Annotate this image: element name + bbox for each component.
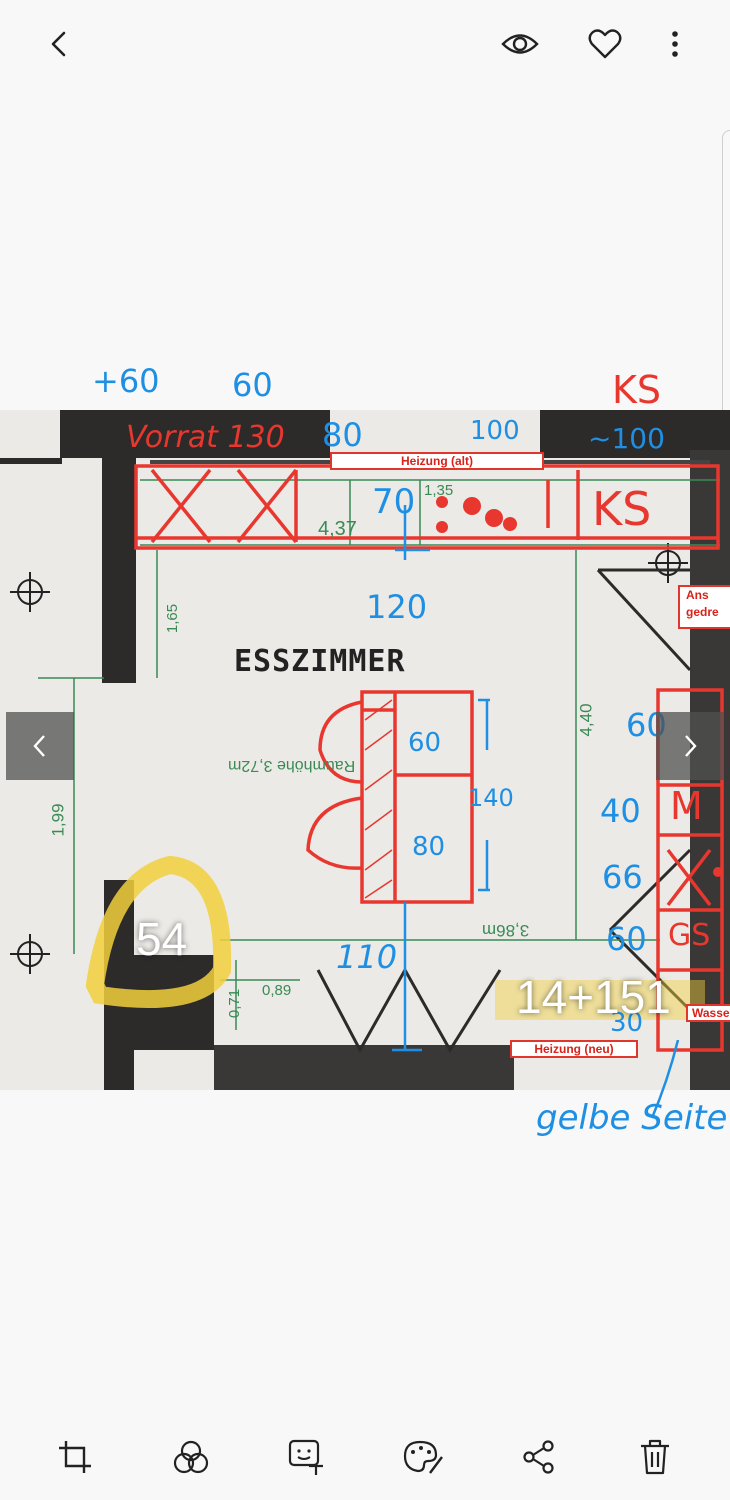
draw-button[interactable] <box>395 1429 451 1485</box>
chevron-right-icon <box>685 735 697 757</box>
annotation-ks-top: KS <box>612 368 662 412</box>
favorite-button[interactable] <box>581 20 629 68</box>
more-options-button[interactable] <box>651 20 699 68</box>
annotation-plus60: +60 <box>92 362 160 400</box>
next-image-button[interactable] <box>656 712 724 780</box>
label-heating-new: Heizung (neu) <box>510 1040 638 1058</box>
dim-135: 1,35 <box>424 482 454 499</box>
annotation-120: 120 <box>366 588 428 626</box>
trash-icon <box>641 1439 669 1475</box>
delete-button[interactable] <box>627 1429 683 1485</box>
annotation-r40: 40 <box>600 792 641 830</box>
palette-icon <box>403 1440 443 1474</box>
annotation-signature: gelbe Seite <box>536 1098 728 1138</box>
back-icon <box>51 31 66 57</box>
annotation-vorrat: Vorrat 130 <box>126 420 285 455</box>
label-side-line2: gedre <box>686 605 719 619</box>
dim-ceiling: Raumhöhe 3,72m <box>228 757 356 774</box>
annotation-140: 140 <box>468 784 514 812</box>
annotation-70: 70 <box>372 482 416 522</box>
annotation-island-60: 60 <box>408 728 442 758</box>
count-left: 54 <box>136 913 188 965</box>
filter-button[interactable] <box>163 1429 219 1485</box>
annotation-60: 60 <box>232 366 273 404</box>
room-title: ESSZIMMER <box>234 644 406 679</box>
count-right: 14+151 <box>516 971 671 1023</box>
annotation-100-top: 100 <box>470 416 520 446</box>
crop-icon <box>59 1441 91 1473</box>
bottom-toolbar <box>0 1415 730 1500</box>
annotation-80-top: 80 <box>322 416 363 454</box>
share-button[interactable] <box>511 1429 567 1485</box>
eye-button[interactable] <box>496 20 544 68</box>
heart-icon <box>588 29 622 59</box>
more-vertical-icon <box>672 31 678 57</box>
text-sticker-icon <box>288 1439 323 1475</box>
back-button[interactable] <box>36 20 84 68</box>
label-heating-old: Heizung (alt) <box>330 452 544 470</box>
label-side-line1: Ans <box>686 588 709 602</box>
annotation-pointer-line <box>650 1040 680 1119</box>
annotation-m: M <box>670 784 703 828</box>
eye-icon <box>501 34 539 54</box>
annotation-110: 110 <box>336 938 398 976</box>
top-toolbar <box>0 0 730 90</box>
dim-199: 1,99 <box>48 803 68 837</box>
dim-089: 0,89 <box>262 982 292 999</box>
annotation-r66: 66 <box>602 858 643 896</box>
dim-437: 4,37 <box>318 518 357 540</box>
dim-440: 4,40 <box>576 703 596 737</box>
dim-071: 0,71 <box>226 988 244 1019</box>
dim-165: 1,65 <box>164 603 182 634</box>
previous-image-button[interactable] <box>6 712 74 780</box>
annotation-island-80: 80 <box>412 832 446 862</box>
label-side: Ans gedre <box>678 585 730 629</box>
dim-386: 3,86m <box>482 921 530 940</box>
chevron-left-icon <box>33 735 45 757</box>
annotation-r60b: 60 <box>606 920 647 958</box>
label-water: Wasse <box>686 1004 730 1022</box>
crop-button[interactable] <box>47 1429 103 1485</box>
annotation-r30: 30 <box>610 1008 644 1038</box>
annotation-ks-right: KS <box>592 482 652 536</box>
floor-plan-photo[interactable]: Heizung (alt) Heizung (neu) Ans gedre Wa… <box>0 410 730 1090</box>
annotation-ks-100: ~100 <box>588 422 665 455</box>
annotation-gs: GS <box>668 918 711 953</box>
share-icon <box>523 1440 554 1474</box>
sticker-text-button[interactable] <box>279 1429 335 1485</box>
color-filter-icon <box>173 1440 209 1474</box>
